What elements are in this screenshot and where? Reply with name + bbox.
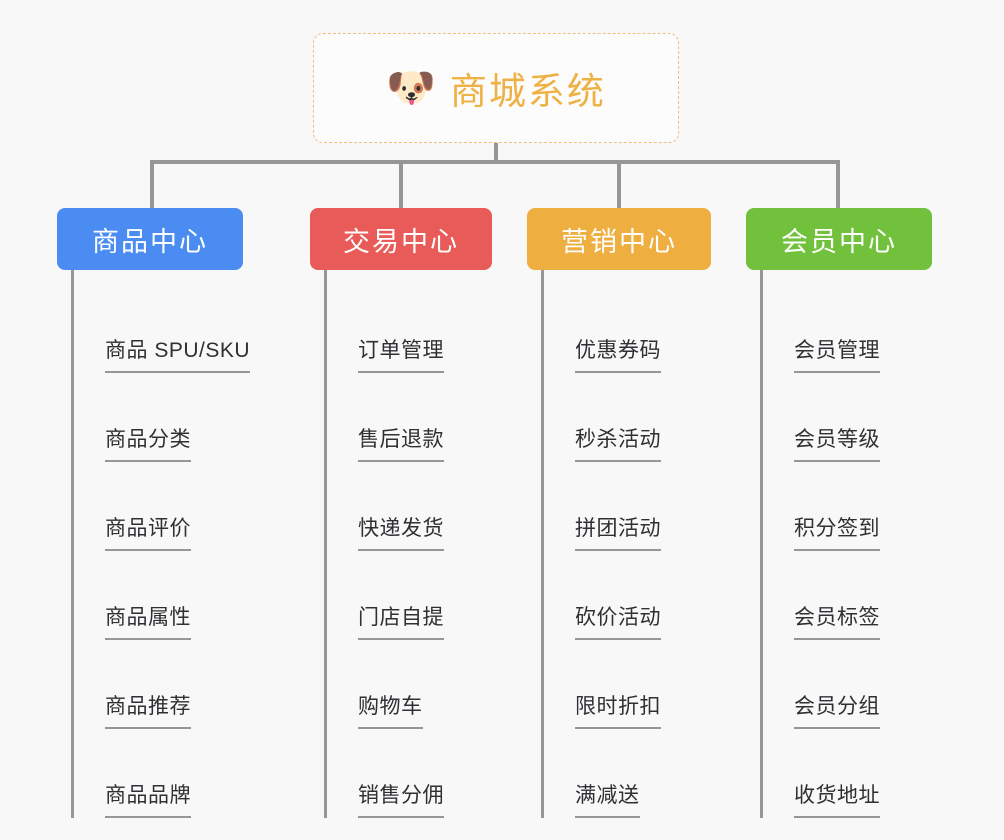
leaf-item-label: 限时折扣 bbox=[575, 690, 661, 729]
leaf-item-label: 积分签到 bbox=[794, 512, 880, 551]
leaf-rail-3 bbox=[541, 270, 544, 818]
leaf-item-label: 商品品牌 bbox=[105, 779, 191, 818]
leaf-item-label: 商品推荐 bbox=[105, 690, 191, 729]
leaf-item[interactable]: 售后退款 bbox=[324, 373, 492, 462]
leaf-list-3: 优惠券码秒杀活动拼团活动砍价活动限时折扣满减送 bbox=[541, 270, 711, 818]
leaf-item[interactable]: 收货地址 bbox=[760, 729, 932, 818]
category-label: 会员中心 bbox=[781, 226, 897, 257]
connector-drop-4 bbox=[836, 160, 840, 208]
category-label: 商品中心 bbox=[92, 226, 208, 257]
category-box-1[interactable]: 商品中心 bbox=[57, 208, 243, 270]
leaf-item-label: 购物车 bbox=[358, 690, 423, 729]
leaf-item-label: 会员等级 bbox=[794, 423, 880, 462]
category-box-4[interactable]: 会员中心 bbox=[746, 208, 932, 270]
leaf-item[interactable]: 购物车 bbox=[324, 640, 492, 729]
leaf-item-label: 收货地址 bbox=[794, 779, 880, 818]
leaf-item[interactable]: 会员管理 bbox=[760, 284, 932, 373]
root-title: 商城系统 bbox=[449, 71, 606, 112]
leaf-item[interactable]: 门店自提 bbox=[324, 551, 492, 640]
connector-drop-2 bbox=[399, 160, 403, 208]
leaf-item-label: 门店自提 bbox=[358, 601, 444, 640]
leaf-item-label: 会员标签 bbox=[794, 601, 880, 640]
leaf-item[interactable]: 会员等级 bbox=[760, 373, 932, 462]
leaf-item-label: 拼团活动 bbox=[575, 512, 661, 551]
leaf-item-label: 满减送 bbox=[575, 779, 640, 818]
category-label: 营销中心 bbox=[561, 226, 677, 257]
leaf-item[interactable]: 商品分类 bbox=[71, 373, 243, 462]
leaf-item[interactable]: 满减送 bbox=[541, 729, 711, 818]
leaf-item[interactable]: 优惠券码 bbox=[541, 284, 711, 373]
leaf-item-label: 秒杀活动 bbox=[575, 423, 661, 462]
leaf-item-label: 订单管理 bbox=[358, 334, 444, 373]
connector-drop-1 bbox=[150, 160, 154, 208]
leaf-item-label: 商品评价 bbox=[105, 512, 191, 551]
leaf-list-1: 商品 SPU/SKU 商品分类商品评价商品属性商品推荐商品品牌 bbox=[71, 270, 251, 818]
leaf-item-label: 会员管理 bbox=[794, 334, 880, 373]
connector-drop-3 bbox=[617, 160, 621, 208]
leaf-item-label: 商品属性 bbox=[105, 601, 191, 640]
category-column-1: 商品中心商品 SPU/SKU 商品分类商品评价商品属性商品推荐商品品牌 bbox=[57, 208, 251, 818]
leaf-item-label: 快递发货 bbox=[358, 512, 444, 551]
leaf-item[interactable]: 积分签到 bbox=[760, 462, 932, 551]
leaf-rail-2 bbox=[324, 270, 327, 818]
leaf-item[interactable]: 商品 SPU/SKU bbox=[71, 284, 251, 373]
leaf-list-2: 订单管理售后退款快递发货门店自提购物车销售分佣 bbox=[324, 270, 492, 818]
leaf-item-label: 优惠券码 bbox=[575, 334, 661, 373]
leaf-item[interactable]: 商品推荐 bbox=[71, 640, 243, 729]
leaf-item[interactable]: 快递发货 bbox=[324, 462, 492, 551]
leaf-item[interactable]: 订单管理 bbox=[324, 284, 492, 373]
connector-horizontal-bar bbox=[150, 160, 840, 164]
root-node[interactable]: 🐶 商城系统 bbox=[313, 33, 679, 143]
leaf-item[interactable]: 限时折扣 bbox=[541, 640, 711, 729]
leaf-item[interactable]: 拼团活动 bbox=[541, 462, 711, 551]
leaf-item[interactable]: 会员标签 bbox=[760, 551, 932, 640]
leaf-item-label: 砍价活动 bbox=[575, 601, 661, 640]
leaf-item[interactable]: 商品评价 bbox=[71, 462, 243, 551]
category-column-4: 会员中心会员管理会员等级积分签到会员标签会员分组收货地址 bbox=[746, 208, 932, 818]
category-column-2: 交易中心订单管理售后退款快递发货门店自提购物车销售分佣 bbox=[310, 208, 492, 818]
leaf-list-4: 会员管理会员等级积分签到会员标签会员分组收货地址 bbox=[760, 270, 932, 818]
leaf-item[interactable]: 会员分组 bbox=[760, 640, 932, 729]
leaf-item-label: 售后退款 bbox=[358, 423, 444, 462]
category-box-3[interactable]: 营销中心 bbox=[527, 208, 711, 270]
category-box-2[interactable]: 交易中心 bbox=[310, 208, 492, 270]
leaf-item-label: 商品 SPU/SKU bbox=[105, 334, 251, 373]
leaf-rail-1 bbox=[71, 270, 74, 818]
leaf-item[interactable]: 销售分佣 bbox=[324, 729, 492, 818]
leaf-rail-4 bbox=[760, 270, 763, 818]
leaf-item[interactable]: 秒杀活动 bbox=[541, 373, 711, 462]
leaf-item[interactable]: 砍价活动 bbox=[541, 551, 711, 640]
leaf-item[interactable]: 商品属性 bbox=[71, 551, 243, 640]
leaf-item-label: 商品分类 bbox=[105, 423, 191, 462]
category-column-3: 营销中心优惠券码秒杀活动拼团活动砍价活动限时折扣满减送 bbox=[527, 208, 711, 818]
leaf-item-label: 会员分组 bbox=[794, 690, 880, 729]
leaf-item[interactable]: 商品品牌 bbox=[71, 729, 243, 818]
leaf-item-label: 销售分佣 bbox=[358, 779, 444, 818]
connector-root-stem bbox=[494, 143, 498, 163]
shiba-dog-emoji-icon: 🐶 bbox=[386, 66, 436, 110]
category-label: 交易中心 bbox=[343, 226, 459, 257]
